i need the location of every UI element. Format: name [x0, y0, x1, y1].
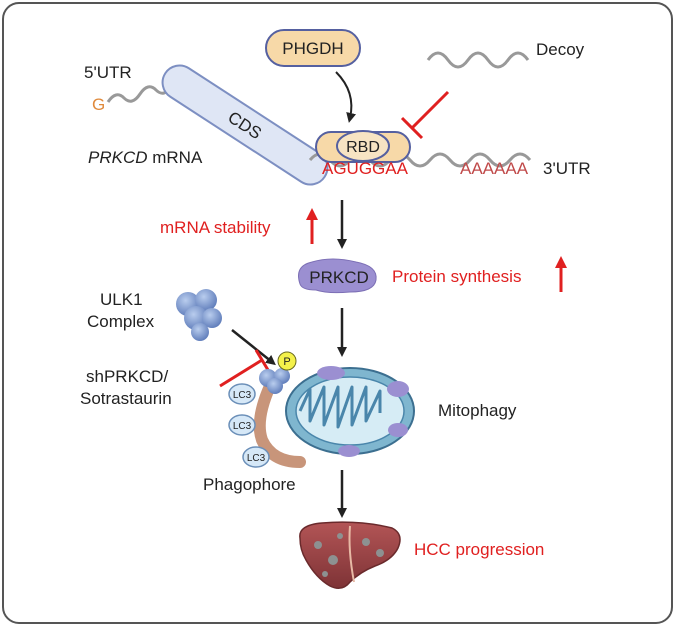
- utr3-label: 3'UTR: [543, 159, 591, 178]
- rbd-label: RBD: [346, 139, 380, 156]
- sh-label-line1: shPRKCD/: [86, 367, 168, 386]
- polya-tail: AAAAAA: [460, 159, 529, 178]
- phagophore-membrane: [253, 380, 306, 468]
- mitophagy-label: Mitophagy: [438, 401, 517, 420]
- ulk1-label-line1: ULK1: [100, 290, 143, 309]
- phosphorylated-ulk1: [259, 368, 290, 394]
- decoy-label: Decoy: [536, 40, 585, 59]
- liver-icon: [299, 521, 401, 589]
- ulk1-complex-icon: [176, 289, 222, 341]
- ulk1-to-phagophore-arrow: [231, 329, 276, 366]
- lc3-2: LC3: [228, 414, 256, 436]
- lc3-3: LC3: [242, 446, 270, 468]
- decoy-rna-strand: [426, 51, 530, 69]
- rbd-complex: RBD: [315, 130, 411, 163]
- phgdh-node: PHGDH: [265, 29, 361, 67]
- decoy-inhibition: [400, 90, 450, 140]
- mitochondrion-icon: [285, 366, 415, 457]
- lc3-1: LC3: [228, 383, 256, 405]
- protein-synthesis-label: Protein synthesis: [392, 267, 521, 286]
- prkcd-protein-label: PRKCD: [309, 268, 369, 287]
- phagophore-label: Phagophore: [203, 475, 296, 494]
- prkcd-protein: PRKCD: [298, 258, 377, 294]
- utr5-strand: [106, 85, 174, 103]
- binding-motif: AGUGGAA: [322, 159, 409, 178]
- svg-text:LC3: LC3: [247, 453, 266, 464]
- sh-inhibition: [219, 349, 270, 388]
- prkcd-mrna-label: PRKCD mRNA: [88, 148, 203, 167]
- phgdh-to-rbd-arrow: [335, 71, 356, 123]
- svg-text:LC3: LC3: [233, 421, 252, 432]
- phgdh-label: PHGDH: [282, 39, 343, 58]
- mrna-stability-label: mRNA stability: [160, 218, 271, 237]
- utr5-label: 5'UTR: [84, 63, 132, 82]
- hcc-progression-label: HCC progression: [414, 540, 544, 559]
- ulk1-label-line2: Complex: [87, 312, 155, 331]
- cds-capsule: CDS: [161, 64, 329, 186]
- svg-text:LC3: LC3: [233, 390, 252, 401]
- sh-label-line2: Sotrastaurin: [80, 389, 172, 408]
- phospho-label: P: [283, 356, 290, 368]
- phospho-badge: P: [277, 351, 297, 371]
- g-nucleotide: G: [92, 95, 105, 114]
